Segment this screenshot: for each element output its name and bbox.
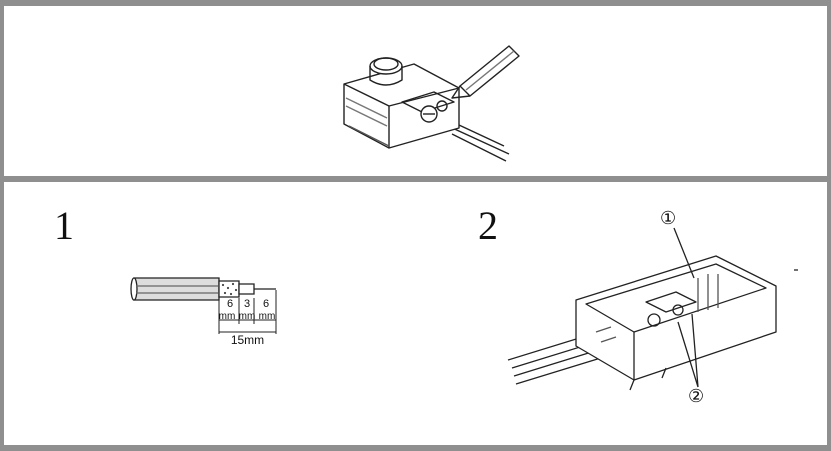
step-2-number: 2 [478, 203, 498, 248]
step-1-number: 1 [54, 203, 74, 248]
callout-2: ② [688, 386, 705, 406]
step-1-panel: 1 6 3 6 mm mm mm 15mm [4, 182, 416, 445]
dim-unit-2: mm [238, 311, 256, 322]
dim-total: 15mm [230, 333, 265, 347]
dim-unit-3: mm [258, 311, 276, 322]
step-2-panel: 2 ① ② [416, 182, 827, 445]
panel-divider [0, 176, 831, 182]
dim-unit-1: mm [218, 311, 236, 322]
top-panel [4, 6, 827, 176]
dim-segment-3: 6 [262, 298, 270, 310]
callout-1: ① [660, 208, 677, 228]
cable-strip-illustration [130, 277, 277, 334]
plug-pen-illustration [343, 45, 520, 162]
dim-segment-2: 3 [243, 298, 251, 310]
plug-assembly-illustration [507, 227, 798, 391]
dim-segment-1: 6 [226, 298, 234, 310]
